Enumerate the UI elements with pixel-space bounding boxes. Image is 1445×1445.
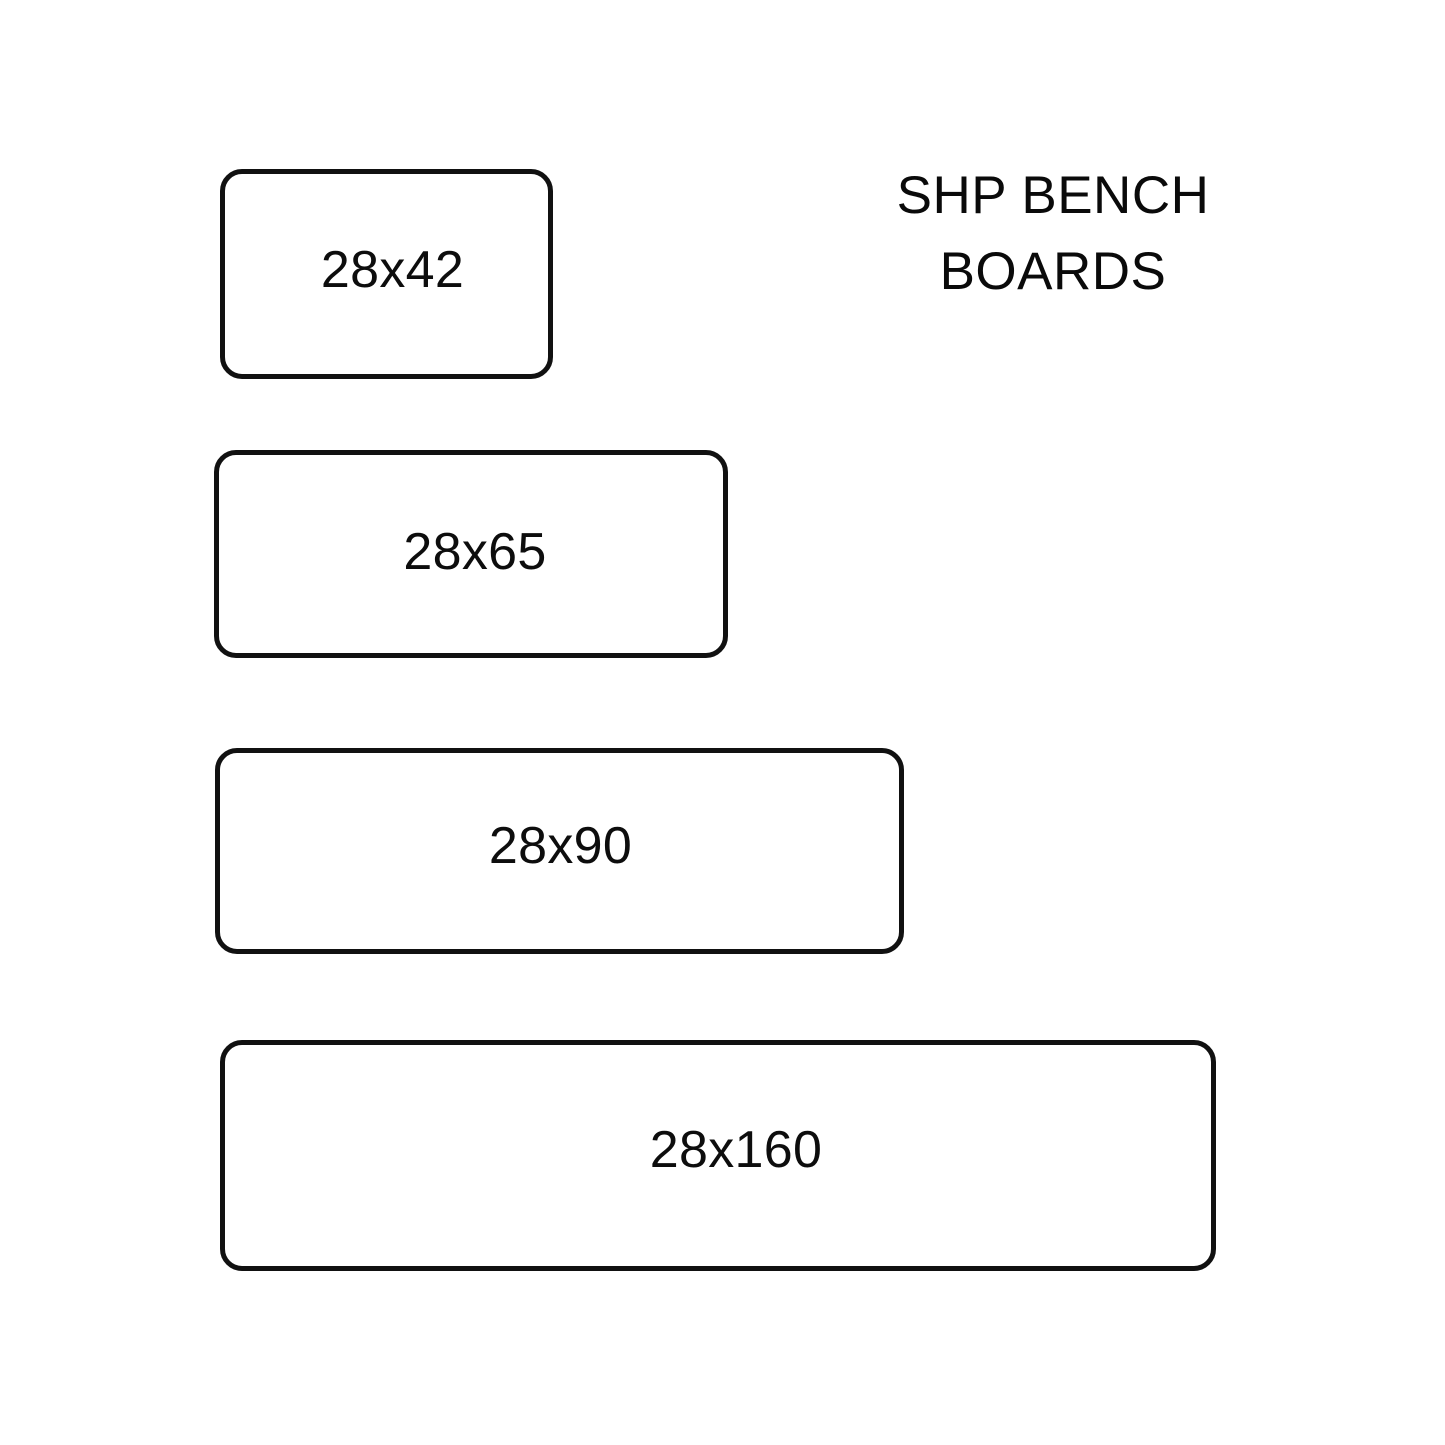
board-shape-28x90: 28x90 [215, 748, 904, 954]
board-label: 28x42 [320, 241, 465, 299]
board-label: 28x90 [488, 817, 633, 875]
board-shape-28x65: 28x65 [214, 450, 728, 658]
title-line-2: BOARDS [939, 242, 1167, 302]
board-shape-28x42: 28x42 [220, 169, 553, 379]
board-label: 28x160 [649, 1120, 823, 1179]
board-label: 28x65 [403, 523, 547, 581]
board-shape-28x160: 28x160 [220, 1040, 1216, 1271]
title-line-1: SHP BENCH [896, 166, 1210, 225]
diagram-title: SHP BENCH BOARDS [878, 158, 1228, 311]
